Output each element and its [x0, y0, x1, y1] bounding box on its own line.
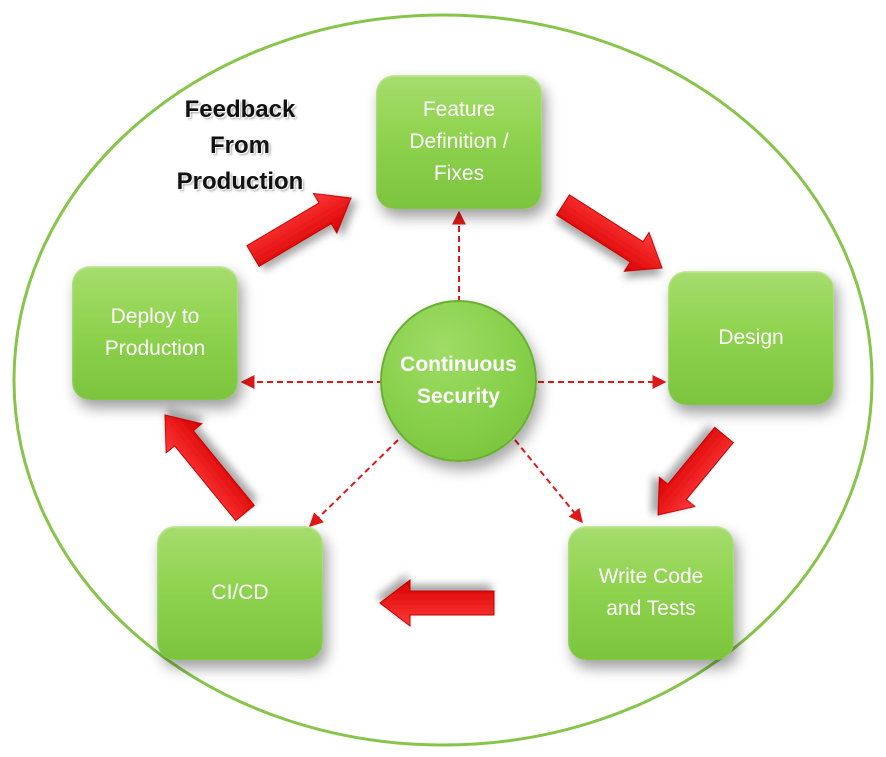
dashed-connectors [240, 210, 667, 527]
arrow-cicd-to-deploy [164, 414, 255, 522]
feedback-from-production-label: Feedback From Production [176, 96, 304, 195]
outer-cycle-ellipse [12, 13, 874, 747]
feature-definition-node[interactable]: Feature Definition / Fixes [376, 75, 542, 209]
arrow-feature-to-design [555, 194, 663, 272]
write-code-node[interactable]: Write Code and Tests [568, 526, 734, 660]
connector-to-cicd [308, 439, 399, 527]
design-node[interactable]: Design [668, 271, 834, 405]
flow-arrows [164, 192, 734, 628]
arrow-design-to-write [657, 426, 734, 516]
deploy-to-production-node[interactable]: Deploy to Production [72, 266, 238, 400]
arrow-deploy-to-feature [246, 192, 352, 268]
ci-cd-node[interactable]: CI/CD [157, 526, 323, 660]
continuous-security-hub[interactable]: Continuous Security [380, 300, 537, 462]
arrow-write-to-cicd [379, 578, 495, 628]
connector-to-write [514, 439, 583, 524]
